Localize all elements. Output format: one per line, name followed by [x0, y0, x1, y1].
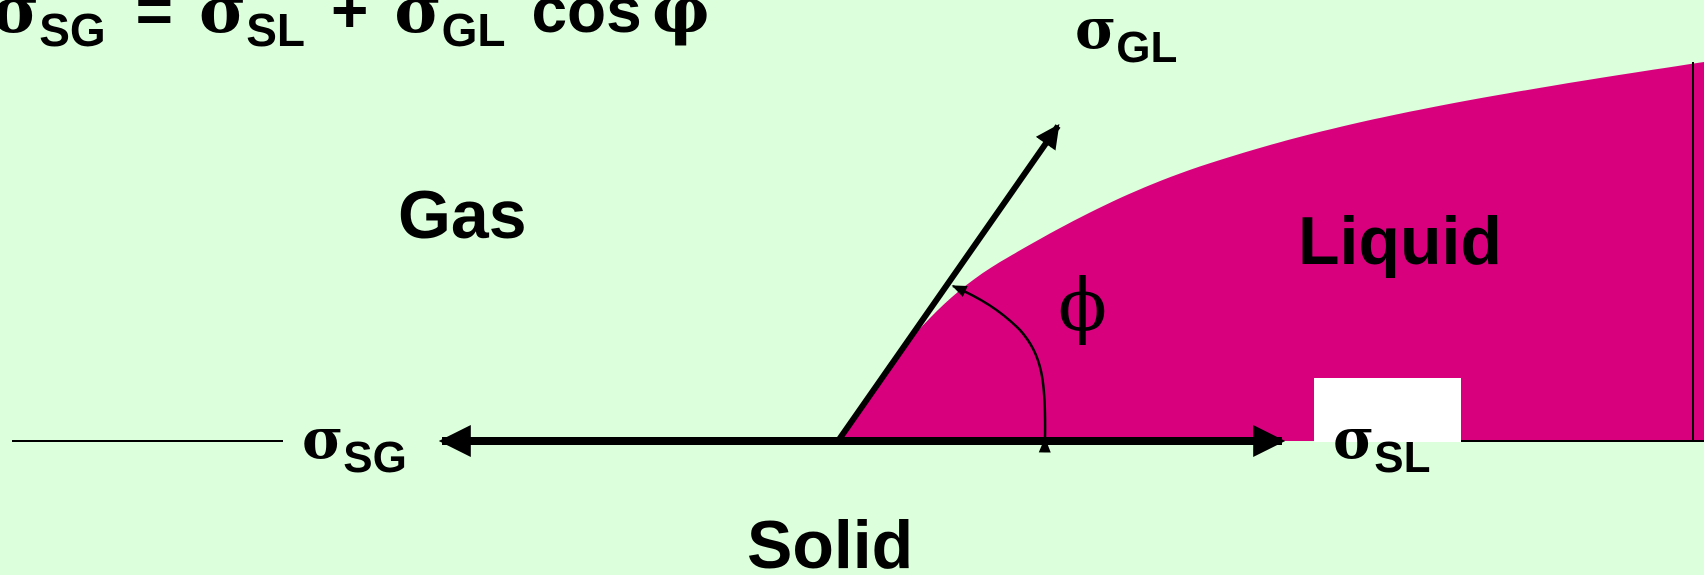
liquid-region [838, 62, 1704, 441]
sigma-gl-label: σGL [1075, 0, 1177, 72]
solid-label: Solid [747, 507, 913, 575]
liquid-label: Liquid [1298, 203, 1502, 279]
contact-angle-arc [951, 284, 1051, 453]
sigma-sg-label: σSG [302, 406, 407, 482]
angle-phi-label: ϕ [1058, 263, 1107, 347]
sigma-sl-label-box [1314, 378, 1461, 442]
gas-label: Gas [398, 177, 527, 253]
sigma-gl-vector [835, 124, 1061, 443]
sigma-sl-label: σSL [1333, 406, 1431, 482]
